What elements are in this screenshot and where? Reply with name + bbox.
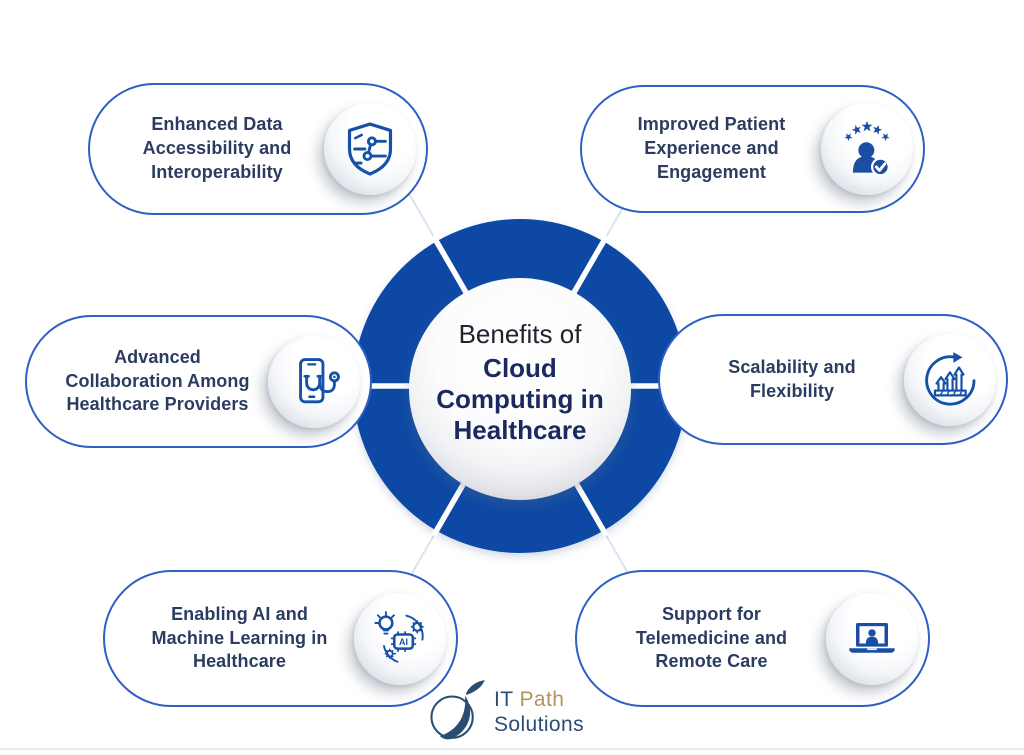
card-label-line: Accessibility and	[142, 138, 292, 159]
card-label-line: Remote Care	[655, 651, 768, 672]
card-telemedicine-remote-care: Support for Telemedicine and Remote Care	[575, 570, 930, 707]
brand-name-solutions: Solutions	[494, 713, 584, 736]
card-label: Advanced Collaboration Among Healthcare …	[49, 346, 266, 418]
card-label-line: Healthcare	[192, 651, 287, 672]
center-circle	[409, 278, 631, 500]
card-label: Enhanced Data Accessibility and Interope…	[112, 113, 322, 185]
ai-chip-icon: AI	[374, 610, 424, 663]
card-label-line: Enabling AI and	[171, 603, 308, 624]
card-label-line: Scalability and	[728, 356, 856, 377]
icon-sphere	[324, 103, 416, 195]
card-label-line: Engagement	[656, 161, 767, 182]
card-advanced-collaboration: Advanced Collaboration Among Healthcare …	[25, 315, 372, 448]
brand-name-path: Path	[519, 688, 565, 711]
card-scalability-flexibility: Scalability and Flexibility	[658, 314, 1008, 445]
patient-rating-icon	[842, 120, 892, 177]
card-label-line: Machine Learning in	[151, 627, 328, 648]
card-label: Enabling AI and Machine Learning in Heal…	[127, 603, 352, 675]
card-improved-patient-experience: Improved Patient Experience and Engageme…	[580, 85, 925, 213]
icon-sphere	[268, 335, 360, 428]
card-ai-machine-learning: Enabling AI and Machine Learning in Heal…	[103, 570, 458, 707]
card-label-line: Experience and	[644, 138, 779, 159]
shield-circuit-icon	[347, 122, 393, 176]
icon-sphere	[904, 333, 996, 426]
card-label: Scalability and Flexibility	[682, 356, 902, 404]
card-label-line: Advanced	[114, 346, 201, 367]
icon-sphere: AI	[354, 592, 446, 685]
ai-chip-text: AI	[399, 636, 408, 646]
card-label-line: Enhanced Data	[151, 114, 283, 135]
card-label-line: Collaboration Among	[65, 370, 250, 391]
phone-stethoscope-icon	[299, 357, 340, 403]
growth-arrows-icon	[925, 351, 976, 406]
card-label-line: Healthcare Providers	[66, 394, 249, 415]
card-label: Improved Patient Experience and Engageme…	[604, 113, 819, 185]
card-label-line: Support for	[661, 603, 762, 624]
card-label: Support for Telemedicine and Remote Care	[599, 603, 824, 675]
card-label-line: Interoperability	[151, 161, 283, 182]
icon-sphere	[821, 103, 913, 195]
icon-sphere	[826, 592, 918, 685]
brand-name-it: IT	[494, 688, 514, 711]
card-enhanced-data-accessibility: Enhanced Data Accessibility and Interope…	[88, 83, 428, 215]
telemedicine-laptop-icon	[849, 622, 895, 653]
card-label-line: Telemedicine and	[635, 627, 788, 648]
bottom-divider	[0, 748, 1024, 750]
card-label-line: Flexibility	[749, 380, 835, 401]
card-label-line: Improved Patient	[637, 114, 786, 135]
brand-logo-mark	[430, 680, 485, 740]
